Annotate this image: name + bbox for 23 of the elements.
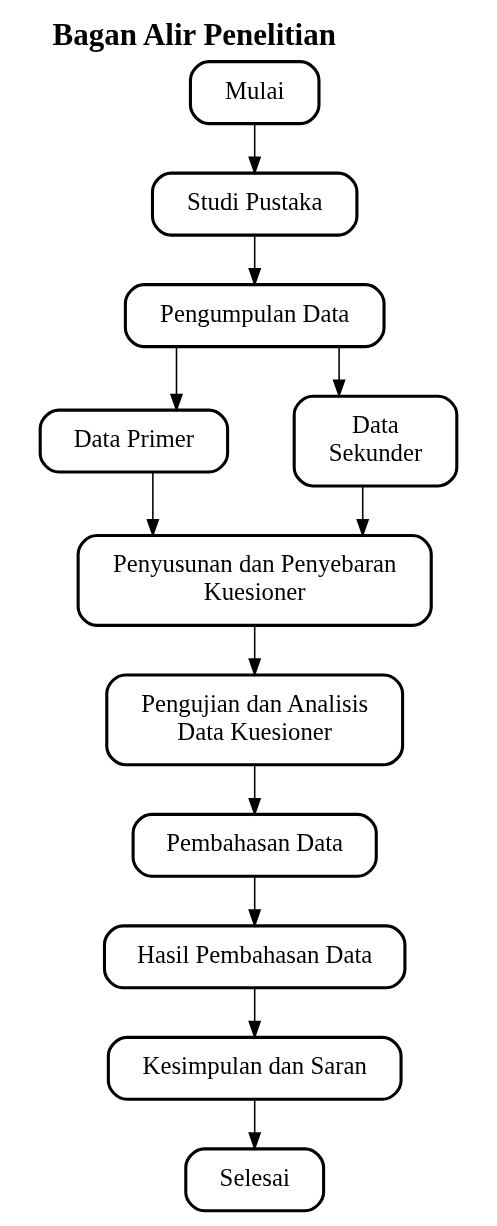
arrow (356, 485, 370, 538)
node-box: Hasil Pembahasan Data (102, 924, 407, 990)
node-box: Mulai (188, 60, 321, 126)
node-box: Data Sekunder (292, 394, 459, 488)
arrow (248, 625, 262, 677)
arrow (146, 471, 160, 538)
node-box: Kesimpulan dan Saran (106, 1035, 403, 1101)
arrow (248, 234, 262, 287)
arrow (332, 345, 346, 399)
node-box: Penyusunan dan Penyebaran Kuesioner (76, 534, 433, 627)
arrow (248, 875, 262, 928)
node-box: Data Primer (38, 408, 230, 474)
arrow (169, 345, 183, 413)
arrow (248, 1098, 262, 1151)
node-box: Studi Pustaka (150, 171, 359, 237)
node-box: Selesai (184, 1147, 326, 1213)
node-box: Pengumpulan Data (123, 283, 386, 349)
arrow (248, 764, 262, 817)
node-box: Pengujian dan Analisis Data Kuesioner (105, 673, 405, 767)
arrow (248, 987, 262, 1040)
node-box: Pembahasan Data (131, 812, 378, 878)
arrow (248, 122, 262, 176)
diagram-title: Bagan Alir Penelitian (52, 16, 336, 52)
